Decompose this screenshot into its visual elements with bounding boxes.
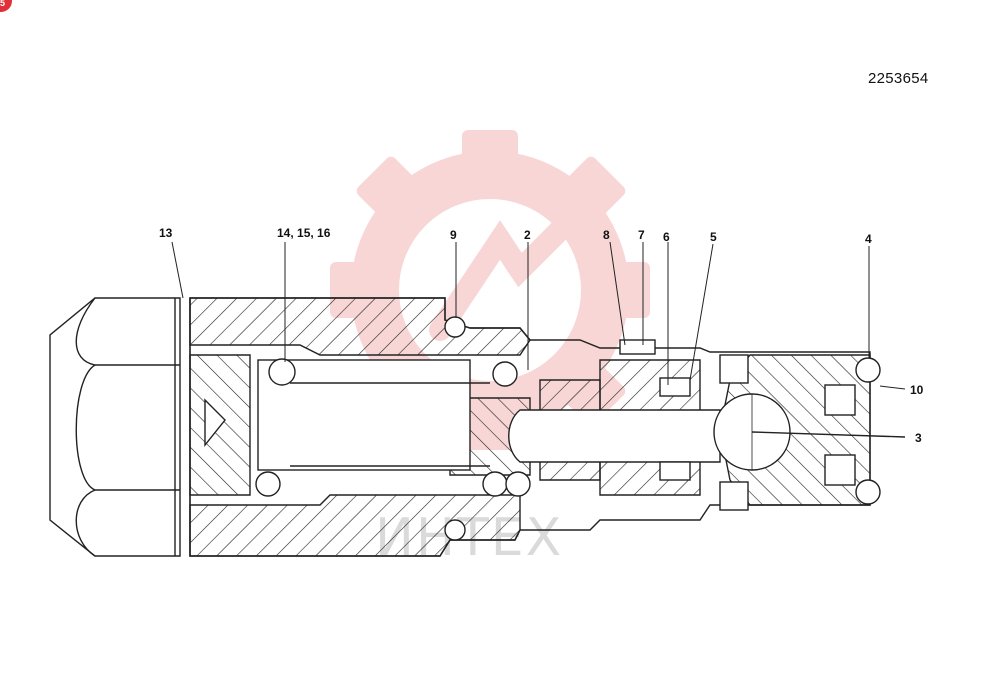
valve-body <box>189 297 871 557</box>
callout-10: 10 <box>910 383 924 397</box>
corner-badge-label: 5 <box>0 0 6 8</box>
leader-lines <box>171 241 906 390</box>
callout-8: 8 <box>603 228 610 242</box>
callout-9: 9 <box>450 228 457 242</box>
callout-2: 2 <box>524 228 531 242</box>
callout-5: 5 <box>710 230 717 244</box>
callout-14-15-16: 14, 15, 16 <box>277 226 331 240</box>
ball-and-seals <box>255 316 906 541</box>
callout-6: 6 <box>663 230 670 244</box>
drawing-number: 2253654 <box>868 70 929 87</box>
callout-labels: 13 14, 15, 16 9 2 8 7 6 5 4 10 3 <box>159 226 924 445</box>
callout-3: 3 <box>915 431 922 445</box>
callout-7: 7 <box>638 228 645 242</box>
callout-13: 13 <box>159 226 173 240</box>
hex-nut <box>49 297 191 557</box>
callout-4: 4 <box>865 232 872 246</box>
